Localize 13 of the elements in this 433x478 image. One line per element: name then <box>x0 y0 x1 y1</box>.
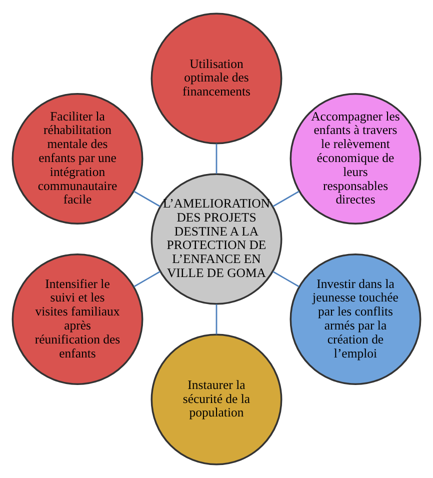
node-circle: Investir dans la jeunesse touchée par les conflits armés par la création de l’emploi <box>290 254 422 385</box>
connector <box>134 271 160 288</box>
connector <box>216 304 218 334</box>
node-circle: L’AMELIORATION DES PROJETS DESTINE A LA PROTECTION DE L’ENFANCE EN VILLE DE GOMA <box>150 173 282 305</box>
node-circle: Faciliter la réhabilitation mentale des enfants par une intégration communautaire facile <box>12 93 144 224</box>
connector <box>272 271 300 288</box>
node-circle: Utilisation optimale des financements <box>150 12 282 144</box>
node-circle: Accompagner les enfants à travers le relèvement économique de leurs responsables directes <box>290 93 422 224</box>
connector <box>134 190 160 207</box>
connector <box>272 190 300 207</box>
node-circle: Instaurer la sécurité de la population <box>150 334 282 466</box>
connector <box>216 144 218 174</box>
node-circle: Intensifier le suivi et les visites familiaux après réunification des enfants <box>12 254 144 385</box>
